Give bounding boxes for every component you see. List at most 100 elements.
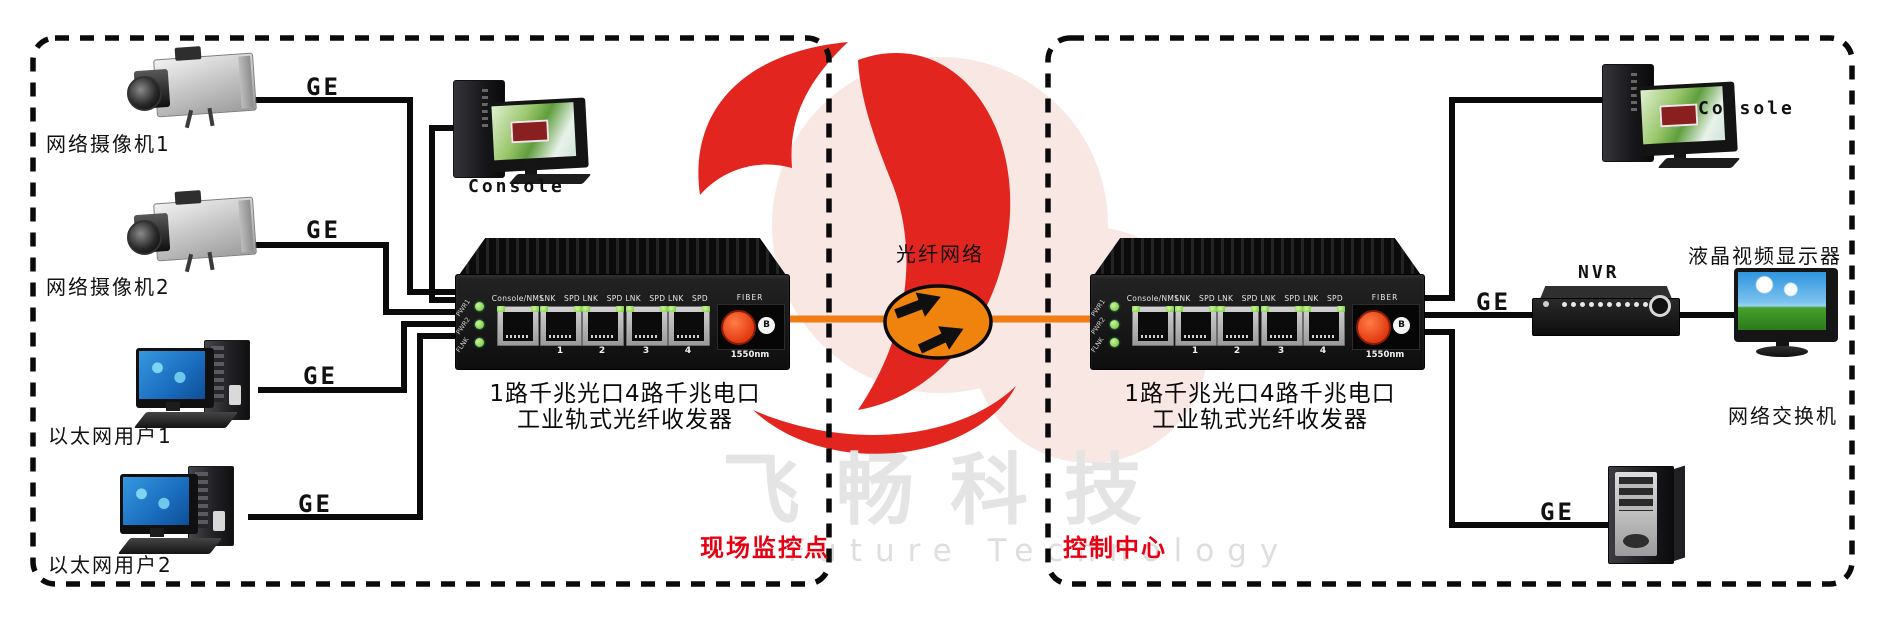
site-console-pc [437,72,602,192]
port-status-label: SPD [1326,294,1343,303]
control-console-label: Console [1698,98,1795,119]
console-screen [491,102,577,161]
port-number: 1 [556,346,564,356]
power-led [1110,320,1119,329]
ge-label-user2: GE [298,490,333,518]
port-status-label: SPD LNK [564,294,599,303]
camera-viewfinder [174,46,202,61]
port-number: 4 [684,346,692,356]
console-monitor [487,97,589,173]
console-nms-port [1132,306,1174,346]
fiber-network-label: 光纤网络 [896,242,984,266]
nvr-top-face [1540,286,1672,299]
converter2-caption-line2: 工业轨式光纤收发器 [1152,407,1368,433]
fiber-type-badge: B [1393,317,1410,334]
site-zone-box [30,35,832,587]
control-zone-box [1045,35,1855,587]
port-status-label: SPD LNK [649,294,684,303]
ge-label-camera2: GE [306,216,341,244]
console-nms-port-label: Console/NMS [491,294,545,303]
console-nms-port-label: Console/NMS [1126,294,1180,303]
ethernet-user-2-pc [117,466,248,558]
fiber-arrow-down [917,326,964,354]
port-number: 1 [1191,346,1199,356]
link-camera1 [232,97,470,295]
site-zone-label: 现场监控点 [700,534,830,562]
pc-screen [139,351,205,399]
lcd-display [1734,268,1838,360]
lcd-display-label: 液晶视频显示器 [1688,244,1842,268]
camera-lens-icon [127,76,162,111]
port-status-labels: LNK SPD LNK SPD LNK SPD LNK SPD [540,294,708,303]
lan-port-3 [1261,306,1303,346]
watermark-slogan-text: Future Technology [788,533,1292,569]
fiber-arrow-up [894,292,941,319]
fiber-converter-control: PWR1 PWR2 FLNK Console/NMS LNK SPD LNK S… [1089,238,1425,370]
logo-swoosh-left [698,42,848,195]
ge-label-nvr: GE [1476,288,1511,316]
display-base [1756,346,1808,357]
pc-monitor-stand [150,528,164,537]
ethernet-user-1-pc [133,340,264,432]
ge-label-user1: GE [303,362,338,390]
power-led [475,320,484,329]
converter2-caption-line1: 1路千兆光口4路千兆电口 [1124,381,1396,407]
ge-label-switch: GE [1540,498,1575,526]
display-neck [1776,334,1789,347]
nvr-power-led [1543,301,1549,307]
lan-port-1 [1175,306,1217,346]
port-status-label: SPD LNK [606,294,641,303]
nvr-label: NVR [1578,262,1620,283]
converter-top-vents [459,238,786,275]
fiber-wavelength-label: 1550nm [1365,350,1405,360]
fiber-link-led [475,338,484,347]
network-camera-2 [125,190,257,282]
lan-port-3 [626,306,668,346]
console-keyboard [1657,158,1741,168]
fiber-type-badge: B [758,317,775,334]
user1-label: 以太网用户1 [48,424,173,448]
fiber-fc-connector [721,310,756,345]
fiber-link-led [1110,338,1119,347]
tower-front-panel [1615,472,1657,556]
port-status-label: SPD [691,294,708,303]
lan-port-2 [582,306,624,346]
display-screen [1738,272,1826,330]
control-zone-label: 控制中心 [1063,534,1167,562]
port-number: 3 [1277,346,1285,356]
fiber-fc-connector [1356,310,1391,345]
port-number: 3 [642,346,650,356]
converter1-caption-line2: 工业轨式光纤收发器 [517,407,733,433]
link-user2 [248,333,470,520]
link-user1 [258,321,470,393]
pc-monitor [136,348,214,408]
camera1-label: 网络摄像机1 [46,132,171,156]
lan-port-2 [1217,306,1259,346]
console-nms-port [497,306,539,346]
link-camera2 [232,242,470,315]
ge-label-camera1: GE [306,73,341,101]
watermark-brand-text: 飞畅科技 [722,446,1179,536]
port-number: 4 [1319,346,1327,356]
port-number: 2 [1233,346,1241,356]
camera2-label: 网络摄像机2 [46,275,171,299]
console-monitor [1636,81,1738,157]
lan-port-4 [668,306,710,346]
port-status-label: SPD LNK [1241,294,1276,303]
link-switch-pc [1410,329,1618,528]
fiber-port-label: FIBER [1371,293,1399,302]
fiber-converter-site: PWR1 PWR2 FLNK Console/NMS LNK SPD LNK S… [454,238,790,370]
pc-screen [123,477,189,525]
power-led [1110,302,1119,311]
port-status-label: SPD LNK [1199,294,1234,303]
pc-monitor-stand [166,402,180,411]
power-led [475,302,484,311]
lan-port-1 [540,306,582,346]
control-console-pc [1586,56,1751,176]
port-status-label: LNK [1175,294,1191,303]
user2-label: 以太网用户2 [48,553,173,577]
nvr-jog-knob [1649,295,1671,317]
